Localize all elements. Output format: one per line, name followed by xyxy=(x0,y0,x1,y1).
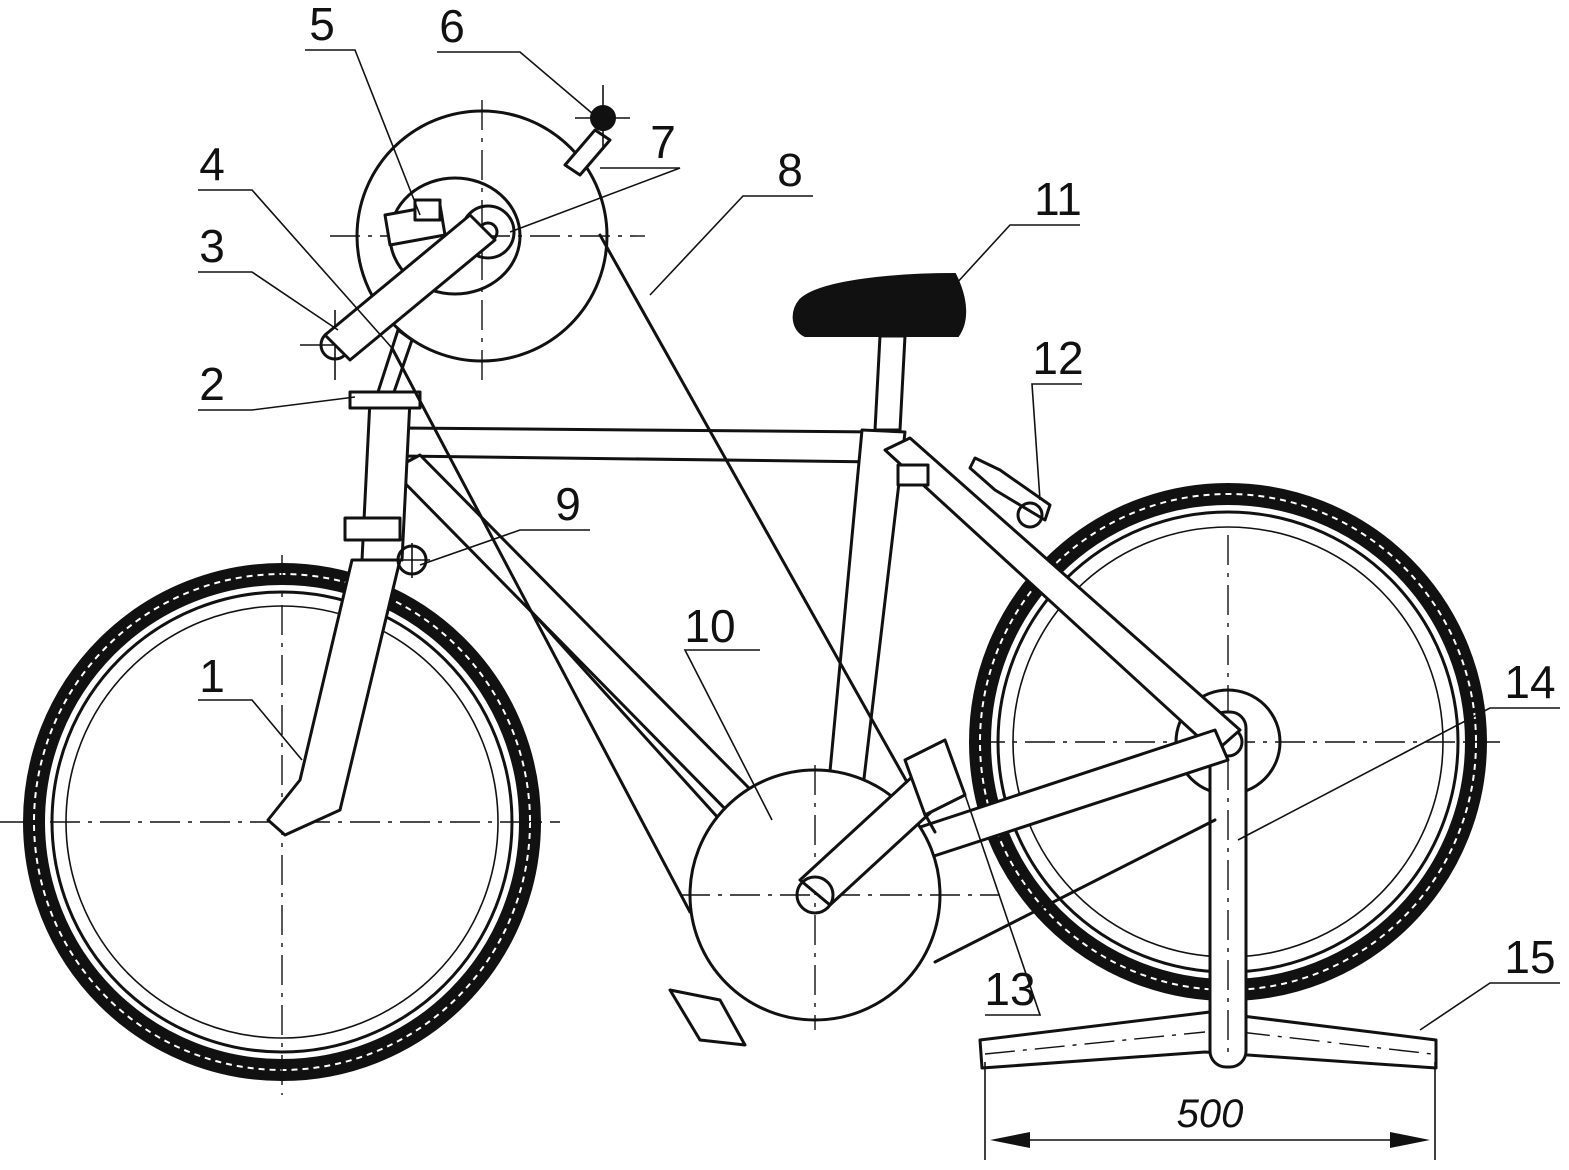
callout-13: 13 xyxy=(984,963,1035,1015)
callout-labels: 1 2 3 4 5 6 7 8 9 10 11 12 13 14 15 xyxy=(199,0,1555,1015)
callout-14: 14 xyxy=(1504,656,1555,708)
dimension-label: 500 xyxy=(1177,1092,1244,1136)
callout-2: 2 xyxy=(199,358,225,410)
stand-base xyxy=(978,710,1438,1070)
callout-11: 11 xyxy=(1034,173,1082,225)
callout-5: 5 xyxy=(309,0,335,50)
callout-12: 12 xyxy=(1032,332,1083,384)
callout-4: 4 xyxy=(199,138,225,190)
callout-6: 6 xyxy=(439,0,465,52)
chainwheel xyxy=(668,738,1217,1047)
hand-crank-drive xyxy=(323,85,645,380)
callout-7: 7 xyxy=(650,116,676,168)
callout-3: 3 xyxy=(199,220,225,272)
callout-15: 15 xyxy=(1504,931,1555,983)
leader-lines xyxy=(198,49,1560,1031)
callout-8: 8 xyxy=(777,144,803,196)
callout-10: 10 xyxy=(684,600,735,652)
seat xyxy=(792,272,967,432)
drive-belt xyxy=(390,233,937,914)
callout-9: 9 xyxy=(555,478,581,530)
callout-1: 1 xyxy=(199,650,225,702)
dimension-500: 500 xyxy=(984,1062,1436,1160)
